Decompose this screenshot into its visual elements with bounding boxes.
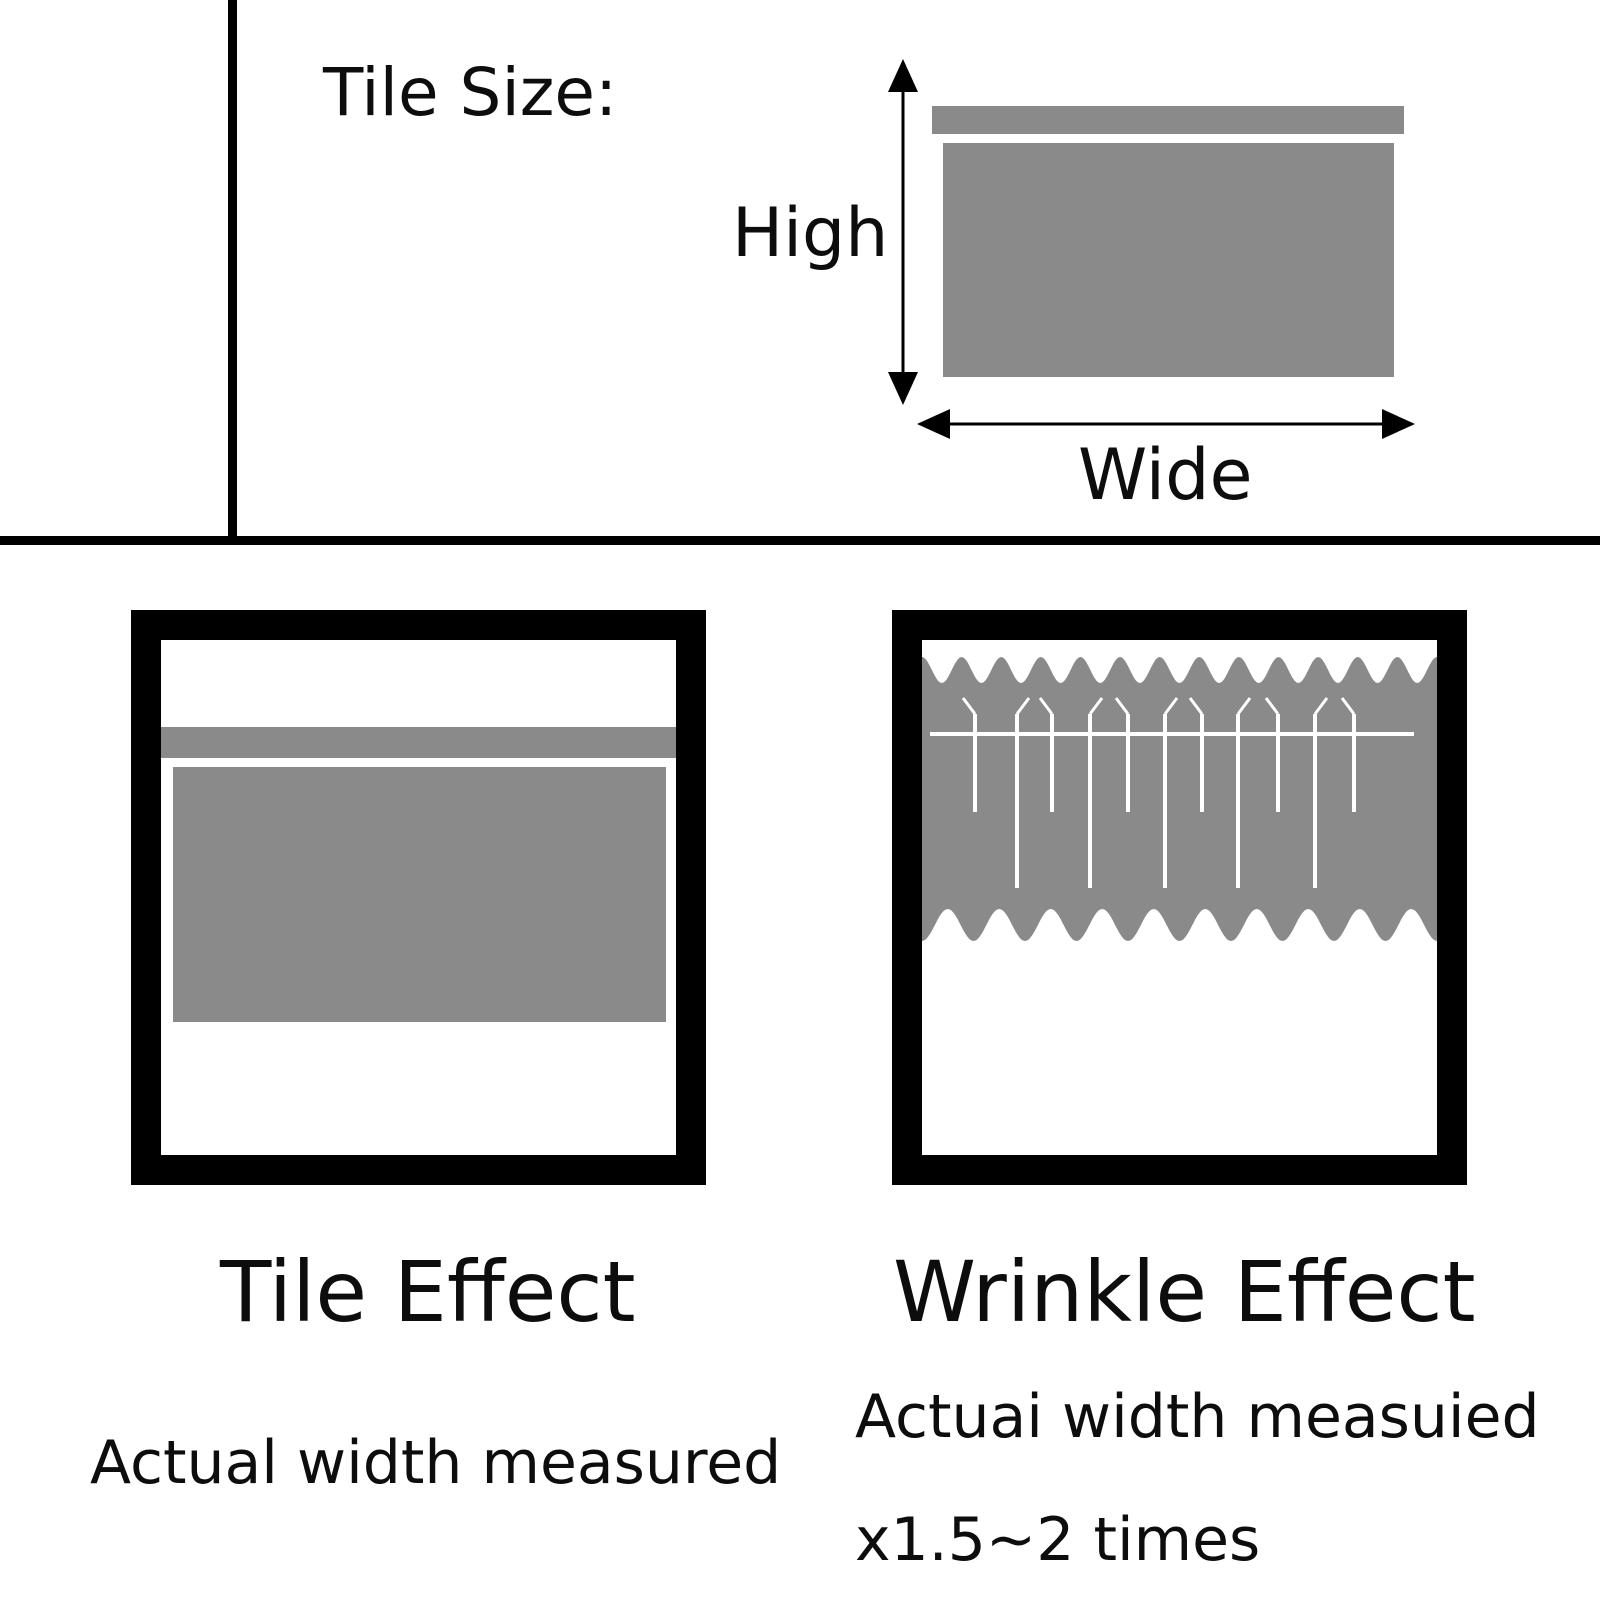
pleat-hook	[1236, 697, 1252, 715]
wrinkle-effect-title: Wrinkle Effect	[893, 1243, 1476, 1341]
pleat-hook	[961, 697, 977, 715]
pleat-hook	[1313, 697, 1329, 715]
pleat-hook	[1188, 697, 1204, 715]
pleat-hook	[1038, 697, 1054, 715]
curtain-panel	[943, 143, 1394, 377]
pleat-hook	[1015, 697, 1031, 715]
tile-effect-title: Tile Effect	[220, 1243, 636, 1341]
horizontal-divider	[0, 536, 1600, 545]
wrinkle-effect-window	[892, 610, 1467, 1185]
wrinkle-effect-note-line1: Actuai width measuied	[855, 1382, 1540, 1452]
pleat-hook	[1340, 697, 1356, 715]
vertical-divider	[228, 0, 237, 540]
flat-curtain-panel	[173, 767, 666, 1022]
tile-size-label: Tile Size:	[323, 54, 618, 131]
wide-label: Wide	[1078, 434, 1253, 516]
pleat-hook	[1163, 697, 1179, 715]
wrinkle-effect-note-line2: x1.5~2 times	[855, 1505, 1261, 1575]
pleat-hook	[1088, 697, 1104, 715]
tile-effect-note: Actual width measured	[90, 1428, 782, 1498]
pleat-hook	[1114, 697, 1130, 715]
curtain-rod-band	[932, 106, 1404, 134]
curtain-rod-band	[161, 727, 676, 758]
tile-size-diagram	[888, 59, 1415, 439]
high-label: High	[732, 194, 889, 273]
pleat-lines	[930, 697, 1414, 888]
tile-effect-window	[131, 610, 706, 1185]
pleat-hook	[1264, 697, 1280, 715]
wrinkled-curtain	[922, 657, 1437, 941]
